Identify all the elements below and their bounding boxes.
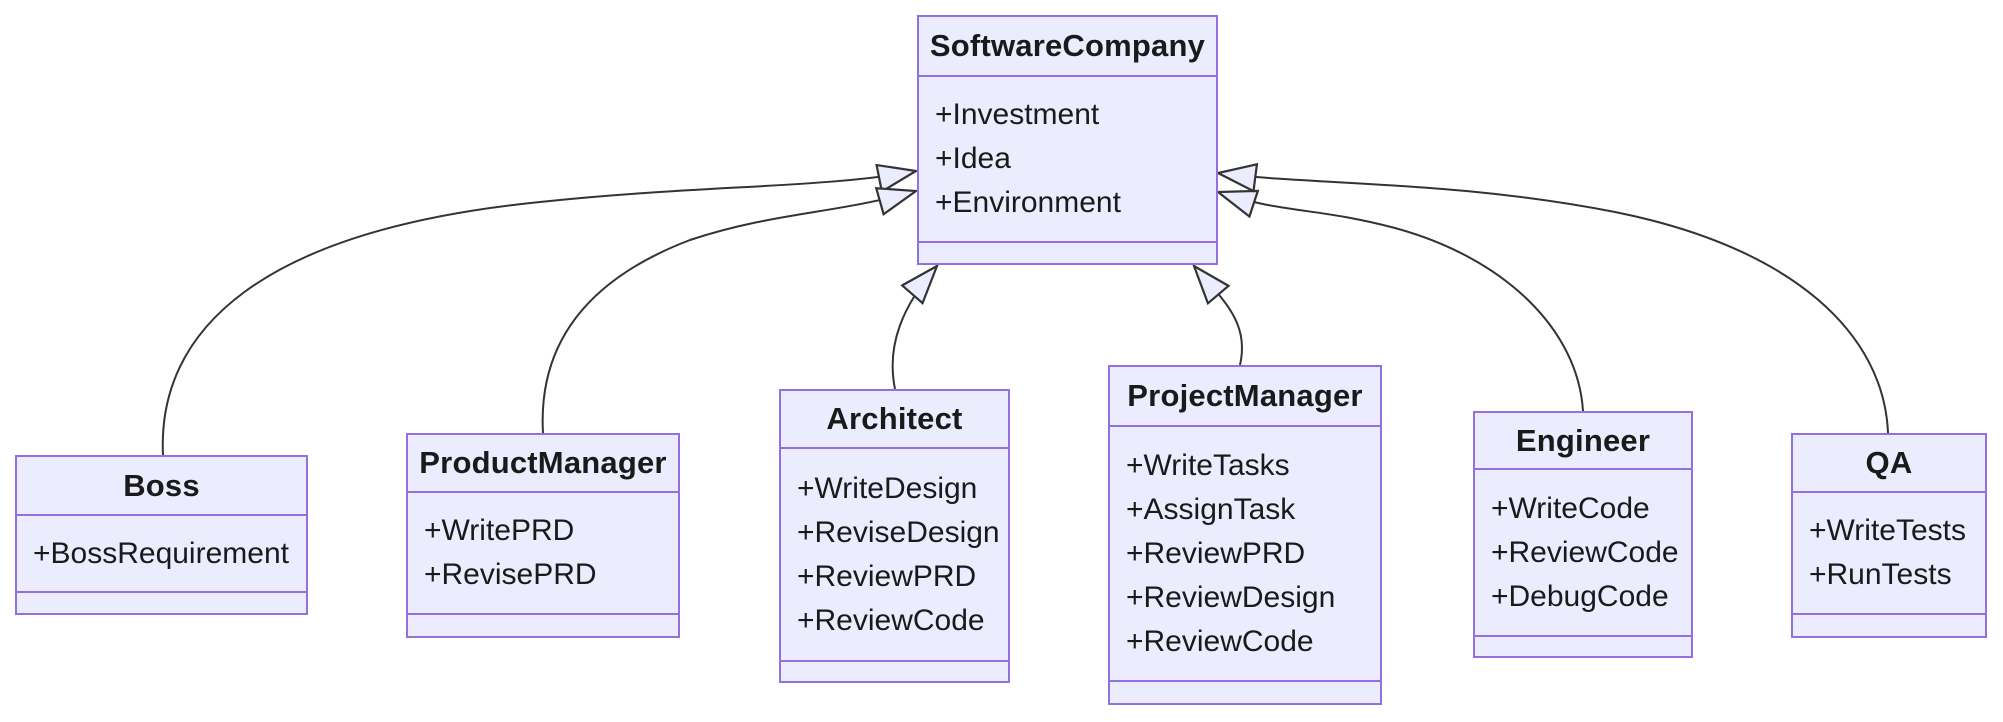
class-methods-compartment bbox=[17, 591, 306, 613]
class-attribute: +WriteTasks bbox=[1126, 448, 1290, 482]
class-title: ProjectManager bbox=[1110, 367, 1380, 427]
class-attributes-compartment: +Investment +Idea +Environment bbox=[919, 77, 1216, 241]
class-attribute: +Environment bbox=[935, 186, 1121, 219]
inheritance-edge-boss-to-softwarecompany bbox=[161, 171, 916, 456]
class-attribute: +AssignTask bbox=[1126, 492, 1296, 526]
class-attribute: +WriteTests bbox=[1809, 514, 1966, 547]
class-box-projectmanager: ProjectManager +WriteTasks +AssignTask +… bbox=[1108, 365, 1382, 705]
class-attribute: +ReviseDesign bbox=[797, 515, 1000, 549]
class-title: Boss bbox=[17, 457, 306, 516]
inheritance-edge-projectmanager-to-softwarecompany bbox=[1194, 266, 1244, 366]
class-attributes-compartment: +BossRequirement bbox=[17, 516, 306, 591]
class-attribute: +Idea bbox=[935, 142, 1011, 175]
class-attribute: +RunTests bbox=[1809, 558, 1952, 591]
class-box-architect: Architect +WriteDesign +ReviseDesign +Re… bbox=[779, 389, 1010, 683]
class-attribute: +Investment bbox=[935, 98, 1100, 131]
inheritance-edge-architect-to-softwarecompany bbox=[891, 266, 937, 390]
class-box-engineer: Engineer +WriteCode +ReviewCode +DebugCo… bbox=[1473, 411, 1693, 658]
class-methods-compartment bbox=[1793, 613, 1985, 637]
class-title: Architect bbox=[781, 391, 1008, 449]
class-attribute: +DebugCode bbox=[1491, 579, 1669, 613]
class-attribute: +BossRequirement bbox=[33, 536, 289, 570]
class-attributes-compartment: +WriteCode +ReviewCode +DebugCode bbox=[1475, 470, 1691, 635]
class-title: QA bbox=[1793, 435, 1985, 493]
class-methods-compartment bbox=[781, 660, 1008, 681]
class-title: SoftwareCompany bbox=[919, 17, 1216, 77]
class-attribute: +WriteDesign bbox=[797, 471, 978, 505]
class-box-productmanager: ProductManager +WritePRD +RevisePRD bbox=[406, 433, 680, 638]
class-methods-compartment bbox=[1475, 635, 1691, 656]
class-attributes-compartment: +WriteTasks +AssignTask +ReviewPRD +Revi… bbox=[1110, 427, 1380, 680]
class-box-qa: QA +WriteTests +RunTests bbox=[1791, 433, 1987, 638]
inheritance-edge-qa-to-softwarecompany bbox=[1218, 173, 1889, 434]
inheritance-edge-engineer-to-softwarecompany bbox=[1218, 192, 1584, 412]
class-attribute: +ReviewPRD bbox=[1126, 536, 1306, 570]
class-methods-compartment bbox=[408, 613, 678, 636]
class-attribute: +ReviewDesign bbox=[1126, 580, 1336, 614]
class-attribute: +ReviewCode bbox=[1126, 624, 1314, 658]
class-attribute: +WritePRD bbox=[424, 514, 575, 547]
class-attributes-compartment: +WriteDesign +ReviseDesign +ReviewPRD +R… bbox=[781, 449, 1008, 660]
class-attribute: +WriteCode bbox=[1491, 491, 1650, 525]
class-attribute: +RevisePRD bbox=[424, 558, 597, 591]
inheritance-edge-productmanager-to-softwarecompany bbox=[541, 191, 916, 434]
class-methods-compartment bbox=[919, 241, 1216, 263]
class-methods-compartment bbox=[1110, 680, 1380, 703]
class-title: ProductManager bbox=[408, 435, 678, 493]
class-attribute: +ReviewPRD bbox=[797, 559, 977, 593]
class-box-boss: Boss +BossRequirement bbox=[15, 455, 308, 615]
class-attribute: +ReviewCode bbox=[797, 603, 985, 637]
class-attributes-compartment: +WriteTests +RunTests bbox=[1793, 493, 1985, 613]
class-attributes-compartment: +WritePRD +RevisePRD bbox=[408, 493, 678, 613]
class-box-softwarecompany: SoftwareCompany +Investment +Idea +Envir… bbox=[917, 15, 1218, 265]
class-title: Engineer bbox=[1475, 413, 1691, 470]
class-attribute: +ReviewCode bbox=[1491, 535, 1679, 569]
